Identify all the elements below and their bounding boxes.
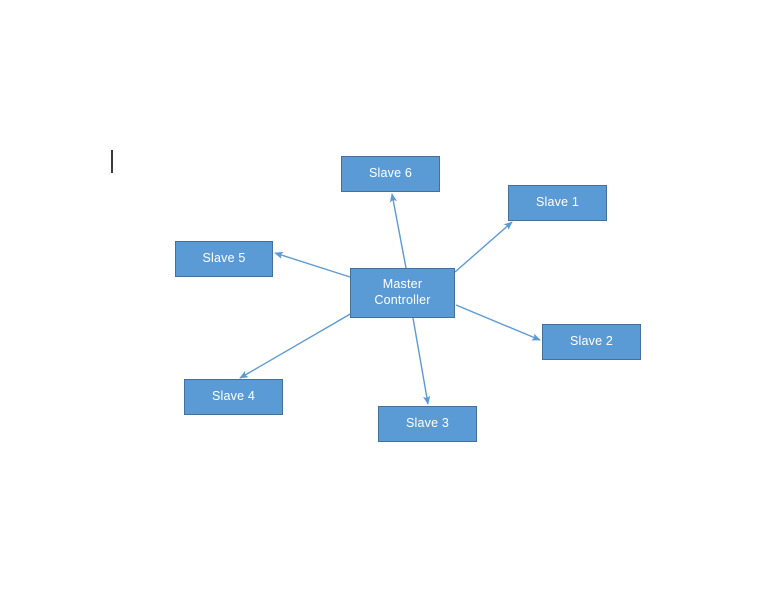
node-slave6[interactable]: Slave 6: [341, 156, 440, 192]
connector-master-to-slave2[interactable]: [455, 304, 541, 341]
node-label-slave5: Slave 5: [202, 251, 246, 266]
connector-master-to-slave1[interactable]: [454, 221, 513, 273]
node-slave2[interactable]: Slave 2: [542, 324, 641, 360]
node-label-master: Master Controller: [374, 277, 431, 307]
node-label-slave4: Slave 4: [211, 389, 256, 404]
connector-master-to-slave6[interactable]: [389, 193, 407, 269]
node-master[interactable]: Master Controller: [350, 268, 455, 318]
node-slave3[interactable]: Slave 3: [378, 406, 477, 442]
node-slave1[interactable]: Slave 1: [508, 185, 607, 221]
node-label-slave3: Slave 3: [405, 416, 450, 431]
text-cursor-icon: [111, 150, 113, 173]
connector-master-to-slave5[interactable]: [274, 251, 351, 278]
node-label-slave2: Slave 2: [569, 334, 614, 349]
node-slave4[interactable]: Slave 4: [184, 379, 283, 415]
node-slave5[interactable]: Slave 5: [175, 241, 273, 277]
node-label-slave6: Slave 6: [368, 166, 413, 181]
node-label-slave1: Slave 1: [535, 195, 580, 210]
connector-master-to-slave4[interactable]: [239, 312, 353, 379]
connector-master-to-slave3[interactable]: [412, 317, 431, 405]
